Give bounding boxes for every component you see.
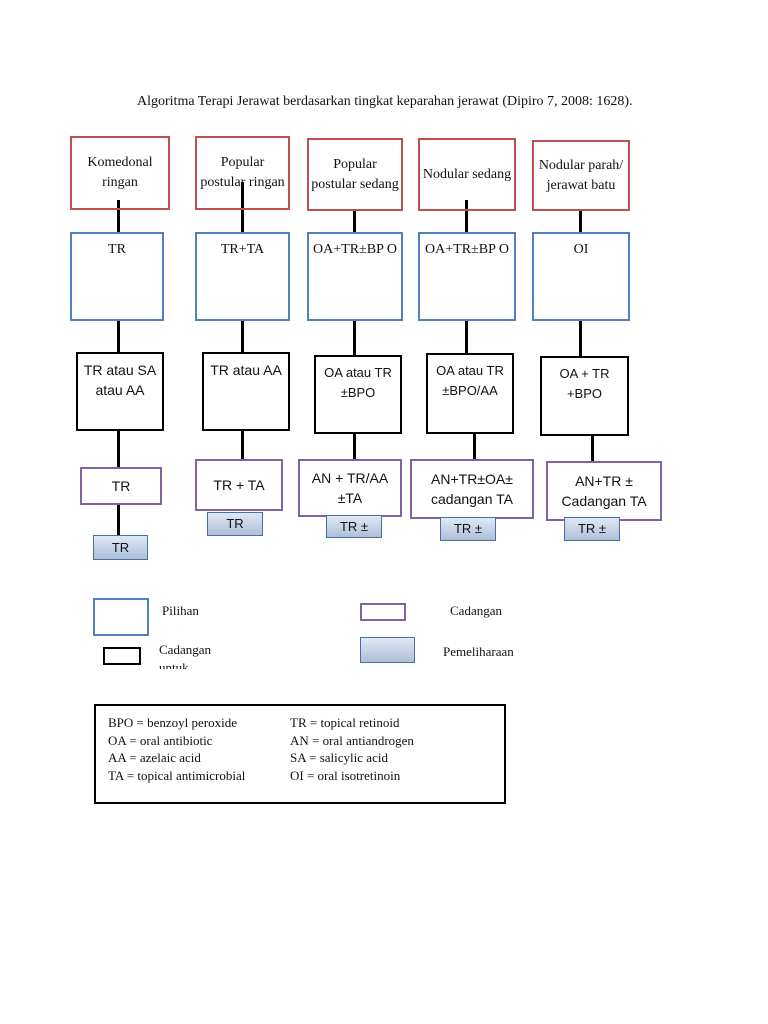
abbreviation-row: OA = oral antibiotic AN = oral antiandro… — [108, 732, 492, 750]
alternative-box: TR atau SA atau AA — [76, 352, 164, 431]
abbreviation-item: SA = salicylic acid — [290, 750, 388, 765]
legend-reserve-label: Cadangan — [450, 603, 502, 618]
connector-line — [353, 433, 356, 460]
first-choice-box: TR — [70, 232, 164, 321]
abbreviation-item: TR = topical retinoid — [290, 715, 400, 730]
abbreviation-row: BPO = benzoyl peroxide TR = topical reti… — [108, 714, 492, 732]
connector-line — [465, 200, 468, 233]
maintenance-box: TR — [93, 535, 148, 560]
connector-line — [241, 182, 244, 233]
connector-line — [241, 320, 244, 353]
abbreviation-row: TA = topical antimicrobial OI = oral iso… — [108, 767, 492, 785]
connector-line — [117, 320, 120, 353]
connector-line — [117, 200, 120, 233]
alternative-box: OA + TR +BPO — [540, 356, 629, 436]
alternative-box: TR atau AA — [202, 352, 290, 431]
abbreviation-item: OA = oral antibiotic — [108, 732, 213, 748]
connector-line — [353, 320, 356, 356]
abbreviation-item: AN = oral antiandrogen — [290, 732, 414, 748]
first-choice-box: OA+TR±BP O — [418, 232, 516, 321]
severity-box: Nodular parah/ jerawat batu — [532, 140, 630, 211]
legend-maintenance-label: Pemeliharaan — [443, 644, 514, 659]
page-title: Algoritma Terapi Jerawat berdasarkan tin… — [137, 94, 633, 109]
first-choice-box: TR+TA — [195, 232, 290, 321]
first-choice-box: OA+TR±BP O — [307, 232, 403, 321]
connector-line — [353, 210, 356, 233]
abbreviation-row: AA = azelaic acid SA = salicylic acid — [108, 749, 492, 767]
connector-line — [579, 320, 582, 357]
reserve-box: AN+TR ± Cadangan TA — [546, 461, 662, 521]
first-choice-box: OI — [532, 232, 630, 321]
legend-first-choice-swatch — [93, 598, 149, 636]
connector-line — [591, 435, 594, 462]
reserve-box: AN+TR±OA± cadangan TA — [410, 459, 534, 519]
reserve-box: TR — [80, 467, 162, 505]
reserve-box: AN + TR/AA ±TA — [298, 459, 402, 517]
alternative-box: OA atau TR ±BPO — [314, 355, 402, 434]
maintenance-box: TR — [207, 512, 263, 536]
connector-line — [473, 433, 476, 460]
maintenance-box: TR ± — [326, 515, 382, 538]
connector-line — [241, 430, 244, 460]
severity-box: Popular postular sedang — [307, 138, 403, 211]
maintenance-box: TR ± — [440, 517, 496, 541]
maintenance-box: TR ± — [564, 517, 620, 541]
legend-reserve-swatch — [360, 603, 406, 621]
connector-line — [117, 430, 120, 468]
legend-maintenance-swatch — [360, 637, 415, 663]
abbreviation-box: BPO = benzoyl peroxide TR = topical reti… — [94, 704, 506, 804]
abbreviation-item: TA = topical antimicrobial — [108, 767, 246, 783]
abbreviation-item: BPO = benzoyl peroxide — [108, 715, 238, 730]
severity-box: Nodular sedang — [418, 138, 516, 211]
severity-box: Komedonal ringan — [70, 136, 170, 210]
abbreviation-item: OI = oral isotretinoin — [290, 767, 401, 783]
legend-alternative-label: Cadangan untuk — [159, 642, 211, 669]
legend-first-choice-label: Pilihan pertama — [162, 603, 204, 626]
legend-alternative-swatch — [103, 647, 141, 665]
alternative-box: OA atau TR ±BPO/AA — [426, 353, 514, 434]
reserve-box: TR + TA — [195, 459, 283, 511]
connector-line — [579, 210, 582, 233]
abbreviation-item: AA = azelaic acid — [108, 750, 201, 765]
connector-line — [117, 505, 120, 535]
severity-box: Popular postular ringan — [195, 136, 290, 210]
connector-line — [465, 320, 468, 354]
